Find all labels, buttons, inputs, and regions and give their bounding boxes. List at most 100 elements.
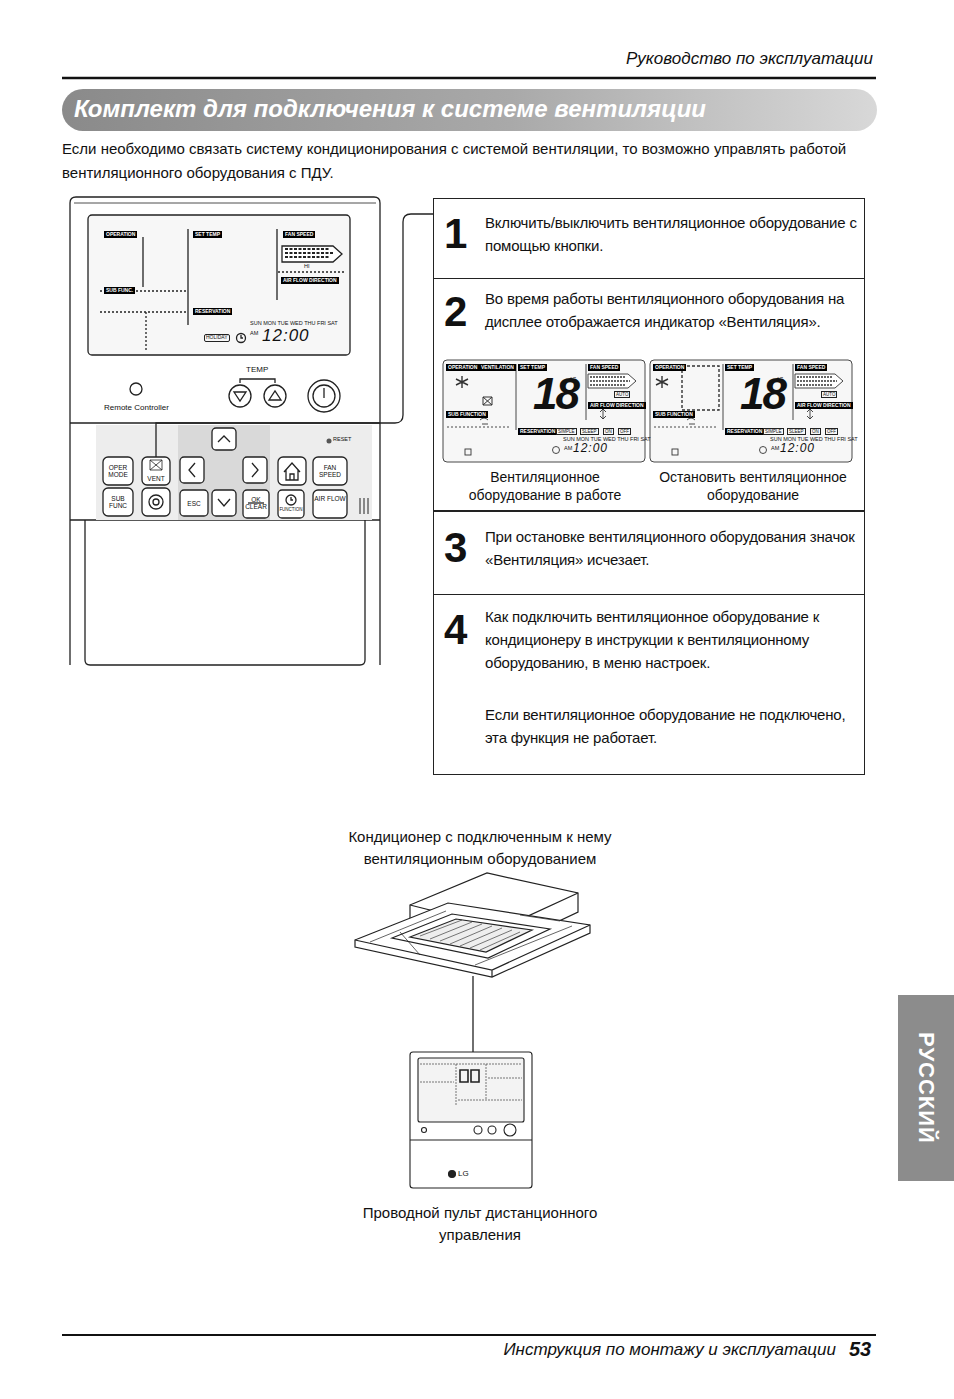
display-tag: SUB FUNCTION [446,411,488,418]
remote-controller-part [237,334,246,343]
remote-controller-part [243,457,267,483]
remote-controller-part [142,457,170,485]
label: OFF [825,428,838,435]
label: SIMPLE [763,428,784,435]
display-running-part [516,364,517,430]
step-row: 4Как подключить вентиляционное оборудова… [433,594,865,775]
label: Remote Controller [104,403,169,412]
display-tag: FAN SPEED [588,364,620,371]
step-row: 3При остановке вентиляционного оборудова… [433,510,865,595]
remote-controller-part [234,392,246,401]
remote-controller-part [218,499,230,506]
display-stopped-part [723,364,724,430]
remote-group: Проводной пульт дистанционного управлени… [330,1052,630,1254]
wired-remote-part [410,1052,532,1188]
remote-controller-part [229,385,251,407]
button-label: AIR FLOW [313,495,347,502]
step-row: 1Включить/выключить вентиляционное обору… [433,198,865,279]
label: SUN MON TUE WED THU FRI SAT [250,320,338,326]
text-block: При остановке вентиляционного оборудован… [485,525,857,571]
label: Если необходимо связать систему кондицио… [62,137,874,185]
label: 53 [849,1338,871,1361]
button-label: VENT [142,475,170,482]
wired-remote-part [460,1070,479,1082]
remote-controller-part [103,457,133,485]
display-tag: SUB FUNCTION [653,411,695,418]
display-stopped-part [797,377,837,385]
label: 12:00 [780,442,815,456]
remote-controller-part [313,490,347,518]
remote-controller-part [149,495,163,509]
label: OFF [618,428,631,435]
display-running-part [465,449,471,455]
remote-controller-part [187,229,188,325]
remote-controller-part [308,380,340,412]
display-stopped-part [654,427,717,428]
display-tag: SET TEMP [725,364,754,371]
button-label: OPER MODE [103,464,133,478]
display-tag: SET TEMP [518,364,547,371]
remote-controller-part [180,490,208,516]
rule-lines-part [62,1334,876,1336]
label: Руководство по эксплуатации [573,49,873,69]
cassette-unit-part [420,920,520,950]
step-number: 2 [444,291,467,333]
remote-controller-part [70,423,380,520]
rule-lines-part [62,77,876,80]
remote-controller-part [284,463,300,480]
remote-controller-part [291,497,293,500]
display-tag: AIR FLOW DIRECTION [281,277,339,284]
remote-controller-part [278,457,306,485]
remote-controller-part [285,249,334,257]
cassette-unit-part [410,919,532,952]
display-tag: RESERVATION [518,428,557,435]
remote-controller-part [323,388,324,398]
display-stopped-part [795,374,843,388]
remote-controller-part [153,499,159,505]
remote-controller-part [278,271,345,272]
label: AUTO [821,391,837,398]
remote-controller-part [142,237,143,287]
button-label: OK CLEAR [243,496,269,510]
leader-line [156,214,433,457]
text-block: Если вентиляционное оборудование не подк… [485,703,857,749]
display-tag: OPERATION [653,364,686,371]
label: AM [771,445,779,451]
title-band: Комплект для подключения к системе венти… [62,89,877,131]
display-running-part [483,397,492,405]
label: 12:00 [262,326,310,346]
remote-controller-part [145,312,146,350]
display-running [443,360,645,462]
wired-remote-part [418,1058,524,1122]
label: SLEEP [787,428,806,435]
remote-controller-part [282,246,342,262]
leader-line-part [156,214,433,457]
cassette-unit-part [355,903,590,977]
label: AUTO [614,391,630,398]
cassette-unit [355,873,590,977]
wired-remote-part [420,1064,522,1106]
remote-controller-part [264,385,286,407]
remote-controller-part [96,425,372,520]
display-running-part [588,374,636,388]
display-stopped-part [687,418,695,424]
remote-controller-part [286,495,296,505]
remote-controller-part [240,379,275,383]
language-tab: РУССКИЙ [898,995,954,1181]
text-block: Кондиционер с подключенным к нему вентил… [340,826,620,870]
display-stopped-part [807,409,813,419]
display-running-part [456,376,468,388]
step-row: 2Во время работы вентиляционного оборудо… [433,278,865,512]
remote-controller-part [150,460,162,470]
remote-controller-part [313,385,335,407]
label: TEMP [246,365,268,374]
label: SLEEP [580,428,599,435]
display-running-part [443,360,645,462]
display-running-part [586,364,587,420]
remote-controller-part [212,428,236,450]
rule-lines [62,78,876,1335]
button-label: ESC [180,500,208,507]
remote-controller-part [241,335,243,338]
